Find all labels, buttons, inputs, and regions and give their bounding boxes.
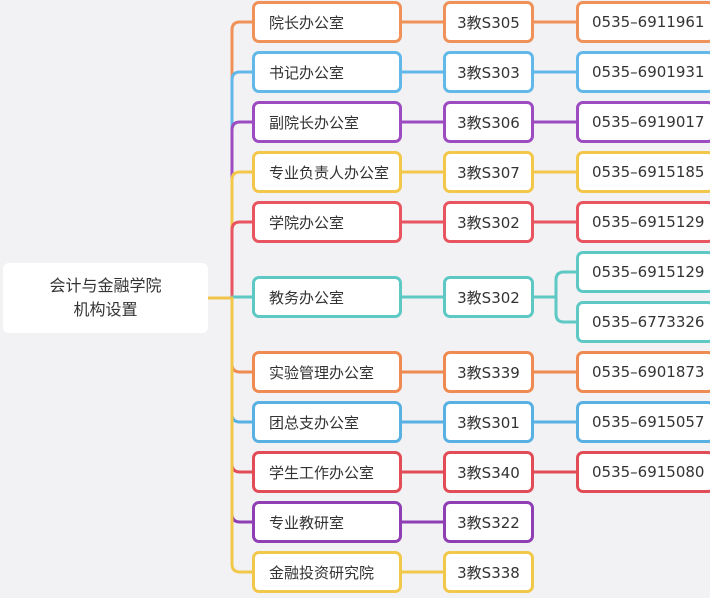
department-label: 学生工作办公室 <box>269 463 375 482</box>
department-node: 学院办公室 <box>252 201 402 243</box>
branch-7 <box>230 412 254 424</box>
phone-label: 0535–6911961 <box>592 13 705 31</box>
department-label: 院长办公室 <box>269 13 345 32</box>
department-node: 实验管理办公室 <box>252 351 402 393</box>
phone-node: 0535–6773326 <box>576 301 710 343</box>
department-node: 院长办公室 <box>252 1 402 43</box>
room-node: 3教S302 <box>443 201 534 243</box>
phone-label: 0535–6901873 <box>592 363 705 381</box>
department-node: 学生工作办公室 <box>252 451 402 493</box>
phone-node: 0535–6901931 <box>576 51 710 93</box>
branch-1 <box>230 70 254 82</box>
phone-label: 0535–6915080 <box>592 463 705 481</box>
room-node: 3教S339 <box>443 351 534 393</box>
branch-6 <box>230 362 254 374</box>
room-node: 3教S306 <box>443 101 534 143</box>
room-node: 3教S305 <box>443 1 534 43</box>
phone-node: 0535–6915057 <box>576 401 710 443</box>
department-label: 学院办公室 <box>269 213 345 232</box>
branch-9 <box>230 512 254 524</box>
phone-node: 0535–6915129 <box>576 251 710 293</box>
phone-label: 0535–6915129 <box>592 263 705 281</box>
department-node: 专业教研室 <box>252 501 402 543</box>
root-node: 会计与金融学院 机构设置 <box>3 263 208 333</box>
room-label: 3教S305 <box>457 13 520 32</box>
room-label: 3教S303 <box>457 63 520 82</box>
room-label: 3教S322 <box>457 513 520 532</box>
phone-label: 0535–6915057 <box>592 413 705 431</box>
root-subtitle: 机构设置 <box>73 300 138 319</box>
room-label: 3教S302 <box>457 213 520 232</box>
branch-2 <box>230 120 254 132</box>
room-node: 3教S302 <box>443 276 534 318</box>
phone-node: 0535–6915185 <box>576 151 710 193</box>
department-node: 专业负责人办公室 <box>252 151 402 193</box>
branch-3 <box>230 170 254 182</box>
department-label: 副院长办公室 <box>269 113 360 132</box>
department-label: 团总支办公室 <box>269 413 360 432</box>
department-label: 书记办公室 <box>269 63 345 82</box>
room-node: 3教S338 <box>443 551 534 593</box>
room-label: 3教S338 <box>457 563 520 582</box>
room-node: 3教S340 <box>443 451 534 493</box>
phone-label: 0535–6901931 <box>592 63 705 81</box>
phone-label: 0535–6915129 <box>592 213 705 231</box>
room-node: 3教S322 <box>443 501 534 543</box>
department-node: 教务办公室 <box>252 276 402 318</box>
phone-node: 0535–6915129 <box>576 201 710 243</box>
branch-10 <box>230 562 254 574</box>
branch-4 <box>230 220 254 232</box>
department-node: 书记办公室 <box>252 51 402 93</box>
branch-0 <box>230 20 254 32</box>
branch-8 <box>230 462 254 474</box>
department-label: 教务办公室 <box>269 288 345 307</box>
phone-label: 0535–6773326 <box>592 313 705 331</box>
room-label: 3教S307 <box>457 163 520 182</box>
phone-node: 0535–6901873 <box>576 351 710 393</box>
phone-node: 0535–6915080 <box>576 451 710 493</box>
phone-node: 0535–6919017 <box>576 101 710 143</box>
room-label: 3教S340 <box>457 463 520 482</box>
room-label: 3教S302 <box>457 288 520 307</box>
phone-node: 0535–6911961 <box>576 1 710 43</box>
department-node: 副院长办公室 <box>252 101 402 143</box>
room-label: 3教S306 <box>457 113 520 132</box>
department-node: 金融投资研究院 <box>252 551 402 593</box>
department-node: 团总支办公室 <box>252 401 402 443</box>
phone-fork-top-5 <box>554 270 578 282</box>
room-label: 3教S339 <box>457 363 520 382</box>
phone-label: 0535–6915185 <box>592 163 705 181</box>
phone-label: 0535–6919017 <box>592 113 705 131</box>
department-label: 金融投资研究院 <box>269 563 375 582</box>
room-label: 3教S301 <box>457 413 520 432</box>
phone-fork-bottom-5 <box>554 312 578 324</box>
department-label: 实验管理办公室 <box>269 363 375 382</box>
department-label: 专业教研室 <box>269 513 345 532</box>
room-node: 3教S303 <box>443 51 534 93</box>
department-label: 专业负责人办公室 <box>269 163 390 182</box>
room-node: 3教S301 <box>443 401 534 443</box>
room-node: 3教S307 <box>443 151 534 193</box>
root-title: 会计与金融学院 <box>49 276 162 295</box>
